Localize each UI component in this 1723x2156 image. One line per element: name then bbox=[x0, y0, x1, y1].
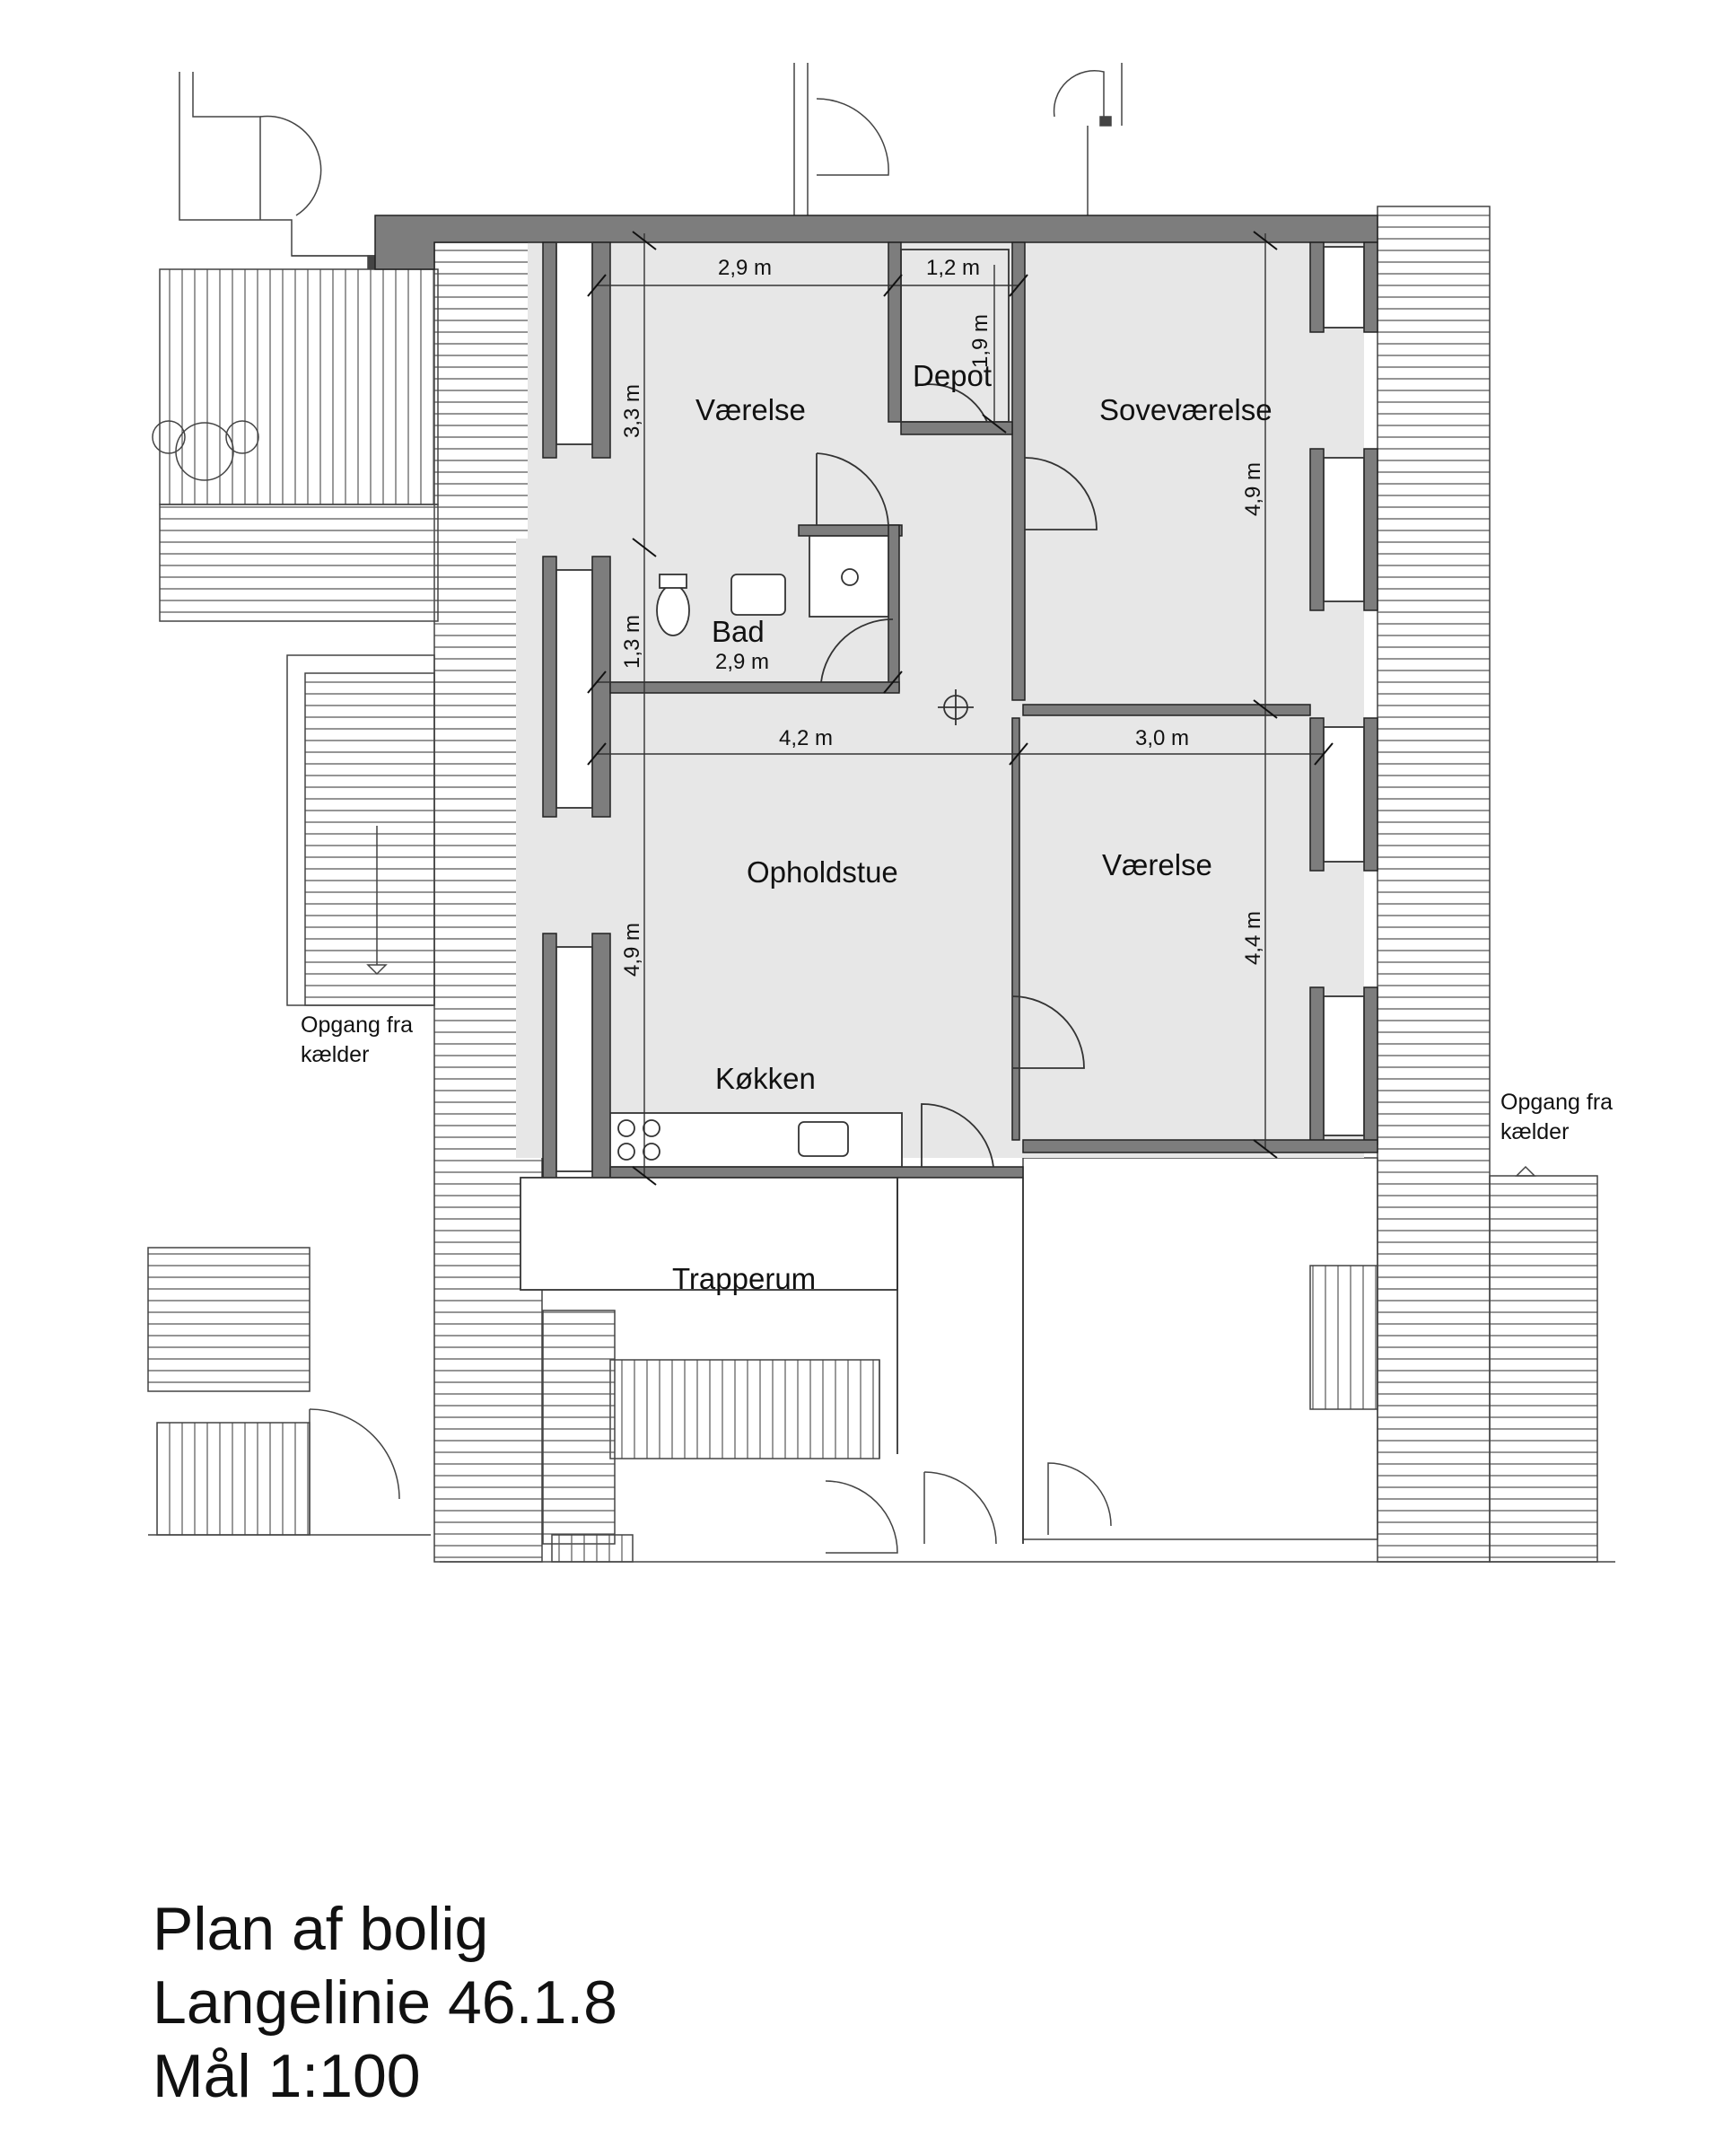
note-opgang-left-1: Opgang fra bbox=[301, 1012, 413, 1038]
note-opgang-left-2: kælder bbox=[301, 1042, 369, 1067]
dimension-lines bbox=[587, 231, 1334, 1186]
note-opgang-right-2: kælder bbox=[1500, 1119, 1569, 1144]
title-line-1: Plan af bolig bbox=[153, 1895, 489, 1963]
dim-depot-width: 1,2 m bbox=[926, 256, 980, 280]
note-opgang-right-1: Opgang fra bbox=[1500, 1090, 1613, 1115]
title-line-3: Mål 1:100 bbox=[153, 2042, 421, 2110]
walls bbox=[374, 215, 1378, 1186]
room-depot: Depot bbox=[913, 359, 992, 392]
dim-vaerelse-width: 2,9 m bbox=[718, 256, 772, 280]
surroundings bbox=[147, 63, 1615, 1563]
dim-bad-depth: 1,3 m bbox=[620, 615, 644, 669]
dim-vaerelse2-depth: 4,4 m bbox=[1241, 911, 1265, 965]
title-block: Plan af bolig Langelinie 46.1.8 Mål 1:10… bbox=[153, 1892, 617, 2113]
dim-vaerelse2-width: 3,0 m bbox=[1135, 726, 1189, 750]
dim-sove-depth: 4,9 m bbox=[1241, 462, 1265, 516]
apartment-floor bbox=[516, 242, 1364, 1158]
room-vaerelse-top: Værelse bbox=[695, 393, 806, 426]
fixtures bbox=[520, 241, 1365, 1544]
room-labels: Værelse Depot Soveværelse Bad Opholdstue… bbox=[672, 359, 1273, 1295]
title-line-2: Langelinie 46.1.8 bbox=[153, 1968, 618, 2037]
dim-vaerelse-depth: 3,3 m bbox=[620, 384, 644, 438]
dimension-labels: 2,9 m 1,2 m 1,9 m 3,3 m 4,9 m 1,3 m 2,9 … bbox=[620, 256, 1265, 977]
room-bad: Bad bbox=[712, 615, 765, 648]
room-vaerelse-right: Værelse bbox=[1102, 848, 1212, 881]
room-trapperum: Trapperum bbox=[672, 1262, 816, 1295]
dim-bad-width: 2,9 m bbox=[715, 650, 769, 674]
room-sovevaerelse: Soveværelse bbox=[1099, 393, 1273, 426]
dim-opholdstue-depth: 4,9 m bbox=[620, 923, 644, 977]
room-opholdstue: Opholdstue bbox=[747, 855, 898, 889]
dim-depot-depth: 1,9 m bbox=[968, 314, 993, 368]
notes: Opgang fra kælder Opgang fra kælder bbox=[301, 1012, 1613, 1144]
dim-opholdstue-width: 4,2 m bbox=[779, 726, 833, 750]
room-kokken: Køkken bbox=[715, 1062, 816, 1095]
